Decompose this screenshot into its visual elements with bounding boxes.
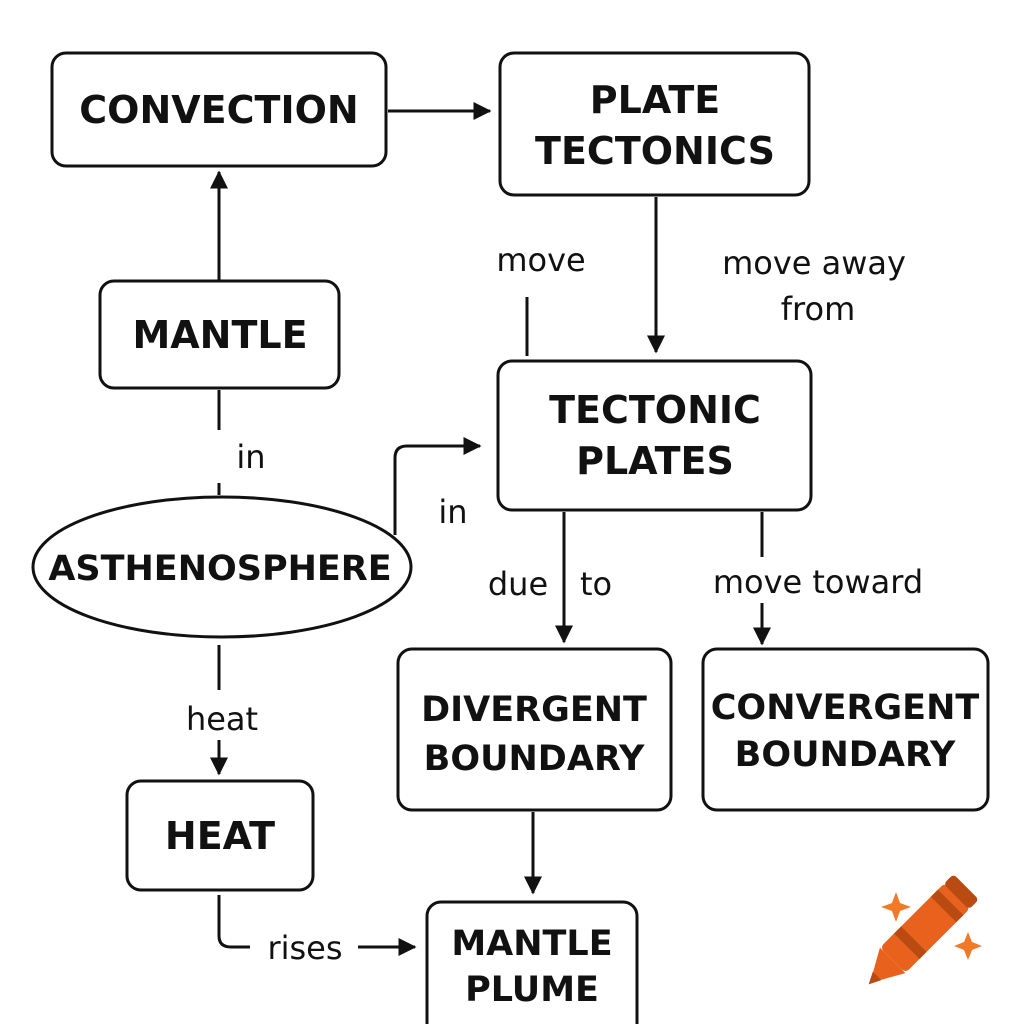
node-divergent-boundary-label-2: BOUNDARY: [424, 739, 645, 779]
node-convergent-boundary-label-1: CONVERGENT: [711, 688, 980, 728]
node-asthenosphere: ASTHENOSPHERE: [31, 495, 413, 639]
node-tectonic-plates-label-2: PLATES: [576, 439, 734, 483]
node-mantle-plume-label-1: MANTLE: [451, 924, 612, 964]
node-asthenosphere-label: ASTHENOSPHERE: [48, 549, 391, 589]
crayon-sparkle-icon: [868, 875, 982, 985]
edge-label-in-plates: in: [438, 493, 467, 531]
edge-label-rises: rises: [267, 929, 342, 967]
edge-label-move-away-1: move away: [722, 244, 906, 282]
edge-label-move-toward: move toward: [713, 563, 923, 601]
node-divergent-boundary: DIVERGENT BOUNDARY: [396, 647, 673, 812]
node-convergent-boundary-label-2: BOUNDARY: [735, 735, 956, 775]
node-convection: CONVECTION: [50, 51, 388, 168]
edge-heat-to-plume-start: [217, 895, 250, 949]
node-plate-tectonics-label-2: TECTONICS: [535, 129, 775, 173]
node-plate-tectonics-label-1: PLATE: [590, 78, 720, 122]
edge-label-heat: heat: [186, 700, 258, 738]
edge-label-move-away-2: from: [781, 290, 855, 328]
node-tectonic-plates-label-1: TECTONIC: [549, 388, 761, 432]
node-divergent-boundary-label-1: DIVERGENT: [421, 690, 647, 730]
node-convergent-boundary: CONVERGENT BOUNDARY: [701, 647, 990, 812]
edge-label-in-mantle: in: [236, 438, 265, 476]
node-mantle: MANTLE: [98, 279, 341, 390]
node-plate-tectonics: PLATE TECTONICS: [498, 51, 811, 197]
node-mantle-plume: MANTLE PLUME: [425, 900, 639, 1024]
edge-label-to: to: [580, 565, 612, 603]
edge-label-due: due: [488, 565, 548, 603]
edge-asthenosphere-to-tectonic-plates: [393, 437, 482, 535]
node-mantle-plume-label-2: PLUME: [465, 970, 599, 1010]
node-convection-label: CONVECTION: [79, 88, 358, 132]
node-heat-label: HEAT: [165, 814, 275, 858]
node-tectonic-plates: TECTONIC PLATES: [496, 359, 813, 512]
edge-label-move: move: [496, 241, 585, 279]
node-mantle-label: MANTLE: [132, 313, 307, 357]
node-heat: HEAT: [125, 779, 315, 892]
